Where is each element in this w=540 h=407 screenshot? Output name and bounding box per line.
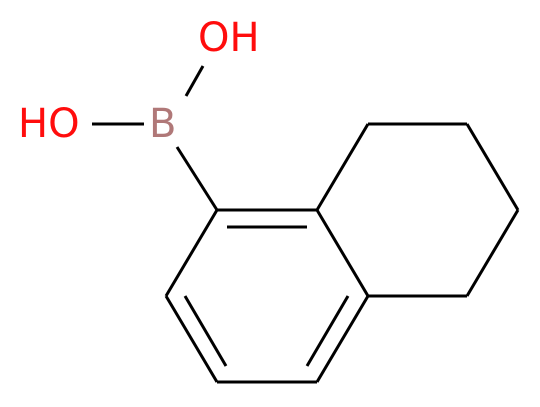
bond-c5-c6 [164,295,219,383]
bond-c6-c1 [164,209,219,297]
bond-c3-c4 [315,295,370,383]
bond-c5-c6-inner [183,295,228,367]
hydroxyl-left-label: HO [18,101,80,147]
bond-c2-c7 [315,123,370,211]
bond-b-o-top [184,65,205,97]
bonds [92,65,520,384]
bond-c2-c3 [315,209,370,297]
bond-c3-c4-inner [305,295,350,367]
boron-atom-label: B [149,101,176,147]
bond-c9-c10 [465,209,520,297]
hydroxyl-top-label: OH [198,15,260,61]
bond-c1-b [175,146,219,211]
bond-c8-c9 [465,123,520,211]
